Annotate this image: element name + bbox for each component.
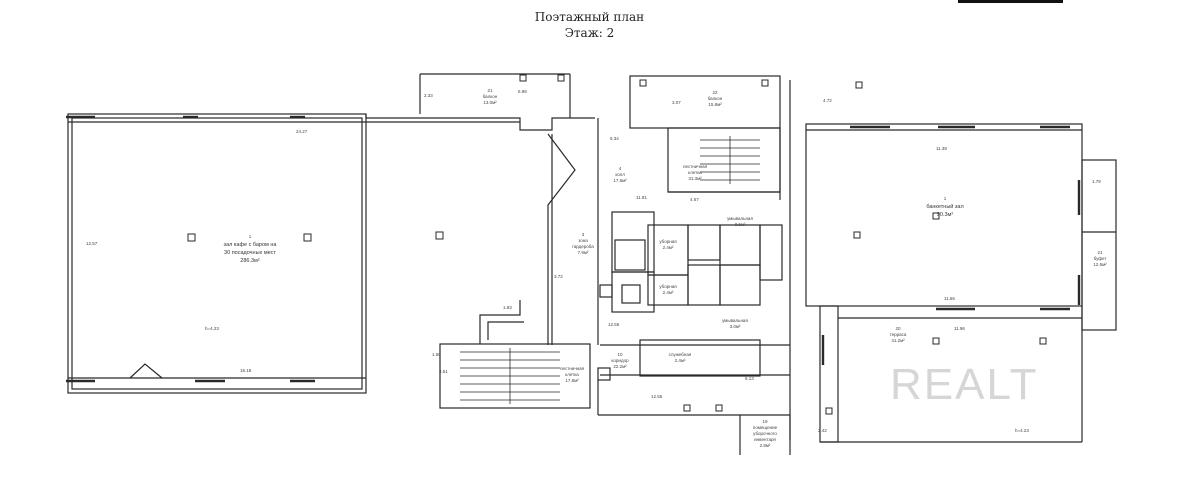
- label-hall4-num: 4: [619, 166, 622, 171]
- label-wash2-name: умывальная: [722, 318, 748, 323]
- label-balcony22-area: 15.8м²: [708, 102, 722, 107]
- label-wash-area: 3.6м²: [735, 222, 746, 227]
- label-stair-name: лестничная: [683, 164, 708, 169]
- dim-label: 5.13: [745, 376, 754, 381]
- label-cleaning-name: помещение: [753, 425, 778, 430]
- staircase-lower: [439, 300, 791, 455]
- label-cleaning-sub: уборочного: [753, 431, 777, 436]
- label-balcony21-area: 13.0м²: [483, 100, 497, 105]
- window-bars: [66, 115, 315, 383]
- wall-main-hall: [67, 113, 367, 394]
- room-labels: 1 зал кафе с баром на 30 посадочных мест…: [224, 88, 1108, 448]
- dim-label: 24.27: [296, 129, 308, 134]
- label-banquet-num: 1: [944, 196, 947, 201]
- label-buffet-area: 12.5м²: [1093, 262, 1107, 267]
- dim-label: 4.67: [690, 197, 699, 202]
- label-balcony22-num: 22: [712, 90, 718, 95]
- dim-label: 12.56: [608, 322, 620, 327]
- label-stair2-sub: клетка: [565, 372, 579, 377]
- staircase-upper: [700, 136, 760, 184]
- label-banquet-area: 90.3м²: [937, 212, 953, 218]
- wall-central-block: [365, 73, 791, 440]
- label-terrace-name: терраса: [890, 332, 907, 337]
- label-terrace-area: 41.2м²: [891, 338, 905, 343]
- label-banquet-name: банкетный зал: [926, 203, 963, 210]
- label-wash-name: умывальная: [727, 216, 753, 221]
- dim-label: 11.66: [944, 296, 955, 301]
- dim-label: 2.33: [424, 93, 433, 98]
- dim-label: 12.55: [651, 394, 663, 399]
- label-hall-area: 286.3м²: [240, 258, 260, 264]
- window-bars-right: [821, 125, 1081, 365]
- label-terrace-num: 20: [895, 326, 901, 331]
- label-balcony21-name: балкон: [483, 94, 498, 99]
- plan-title: Поэтажный план: [534, 10, 645, 24]
- wall-banquet-hall: [805, 123, 1117, 443]
- dim-label: 4.72: [823, 98, 832, 103]
- label-balcony21-num: 21: [487, 88, 493, 93]
- dim-label: 6.98: [518, 89, 527, 94]
- label-cleaning-num: 19: [762, 419, 768, 424]
- dim-label: 5.34: [610, 136, 619, 141]
- label-wardrobe-area: 7.9м²: [578, 250, 589, 255]
- label-stair2-name: лестничная: [560, 366, 585, 371]
- dim-label: 1.50: [432, 352, 441, 357]
- dim-label: 2.42: [818, 428, 827, 433]
- label-hall4-area: 17.6м²: [613, 178, 627, 183]
- label-hall4-name: холл: [615, 172, 625, 177]
- label-toilet-a-area: 2.4м²: [663, 245, 674, 250]
- label-toilet-b-area: 2.4м²: [663, 290, 674, 295]
- columns-main-hall: [187, 231, 444, 242]
- dim-label: 11.91: [636, 195, 647, 200]
- floor-label: Этаж: 2: [564, 26, 615, 40]
- label-hall-sub: 30 посадочных мест: [224, 250, 276, 256]
- dim-label: 3.51: [439, 369, 448, 374]
- dim-label: 1.93: [503, 305, 512, 310]
- dimension-labels: 24.27 16.18 12.57 h=4.23 6.98 2.33 5.34 …: [86, 89, 1101, 433]
- label-buffet-num: 21: [1097, 250, 1103, 255]
- label-stair-area: 31.3м²: [688, 176, 702, 181]
- dim-label: 11.38: [936, 146, 947, 151]
- corner-mark: [958, 0, 1063, 3]
- dim-label: 12.57: [86, 241, 98, 246]
- label-wash2-area: 3.0м²: [730, 324, 741, 329]
- watermark: REALT: [890, 360, 1039, 409]
- columns-right: [519, 74, 1047, 415]
- label-cleaning-area: 2.8м²: [760, 443, 771, 448]
- dim-label: 11.96: [954, 326, 965, 331]
- label-hall-name: зал кафе с баром на: [224, 242, 278, 248]
- dim-label: h=4.23: [1015, 428, 1029, 433]
- label-cleaning-sub2: инвентаря: [754, 437, 776, 442]
- label-wardrobe-name: зона: [578, 238, 588, 243]
- label-toilet-a-name: уборная: [659, 239, 677, 244]
- label-wardrobe-num: 3: [582, 232, 585, 237]
- dim-label: 1.78: [1092, 179, 1101, 184]
- label-stair2-area: 17.8м²: [565, 378, 579, 383]
- label-stair-sub: клетка: [688, 170, 702, 175]
- dim-label: 16.18: [240, 368, 252, 373]
- dim-label: h=4.23: [205, 326, 219, 331]
- label-corridor-name: коридор: [611, 358, 629, 363]
- label-corridor-area: 22.2м²: [613, 364, 627, 369]
- label-hall-num: 1: [249, 234, 252, 239]
- dim-label: 3.72: [554, 274, 563, 279]
- label-balcony22-name: балкон: [708, 96, 723, 101]
- label-service-area: 2.4м²: [675, 358, 686, 363]
- wall-service-rooms: [597, 211, 790, 381]
- label-service-name: служебная: [669, 352, 692, 357]
- label-toilet-b-name: уборная: [659, 284, 677, 289]
- label-buffet-name: буфет: [1094, 256, 1107, 261]
- label-wardrobe-sub: гардероба: [572, 244, 594, 249]
- dim-label: 3.07: [672, 100, 681, 105]
- label-corridor-num: 10: [617, 352, 623, 357]
